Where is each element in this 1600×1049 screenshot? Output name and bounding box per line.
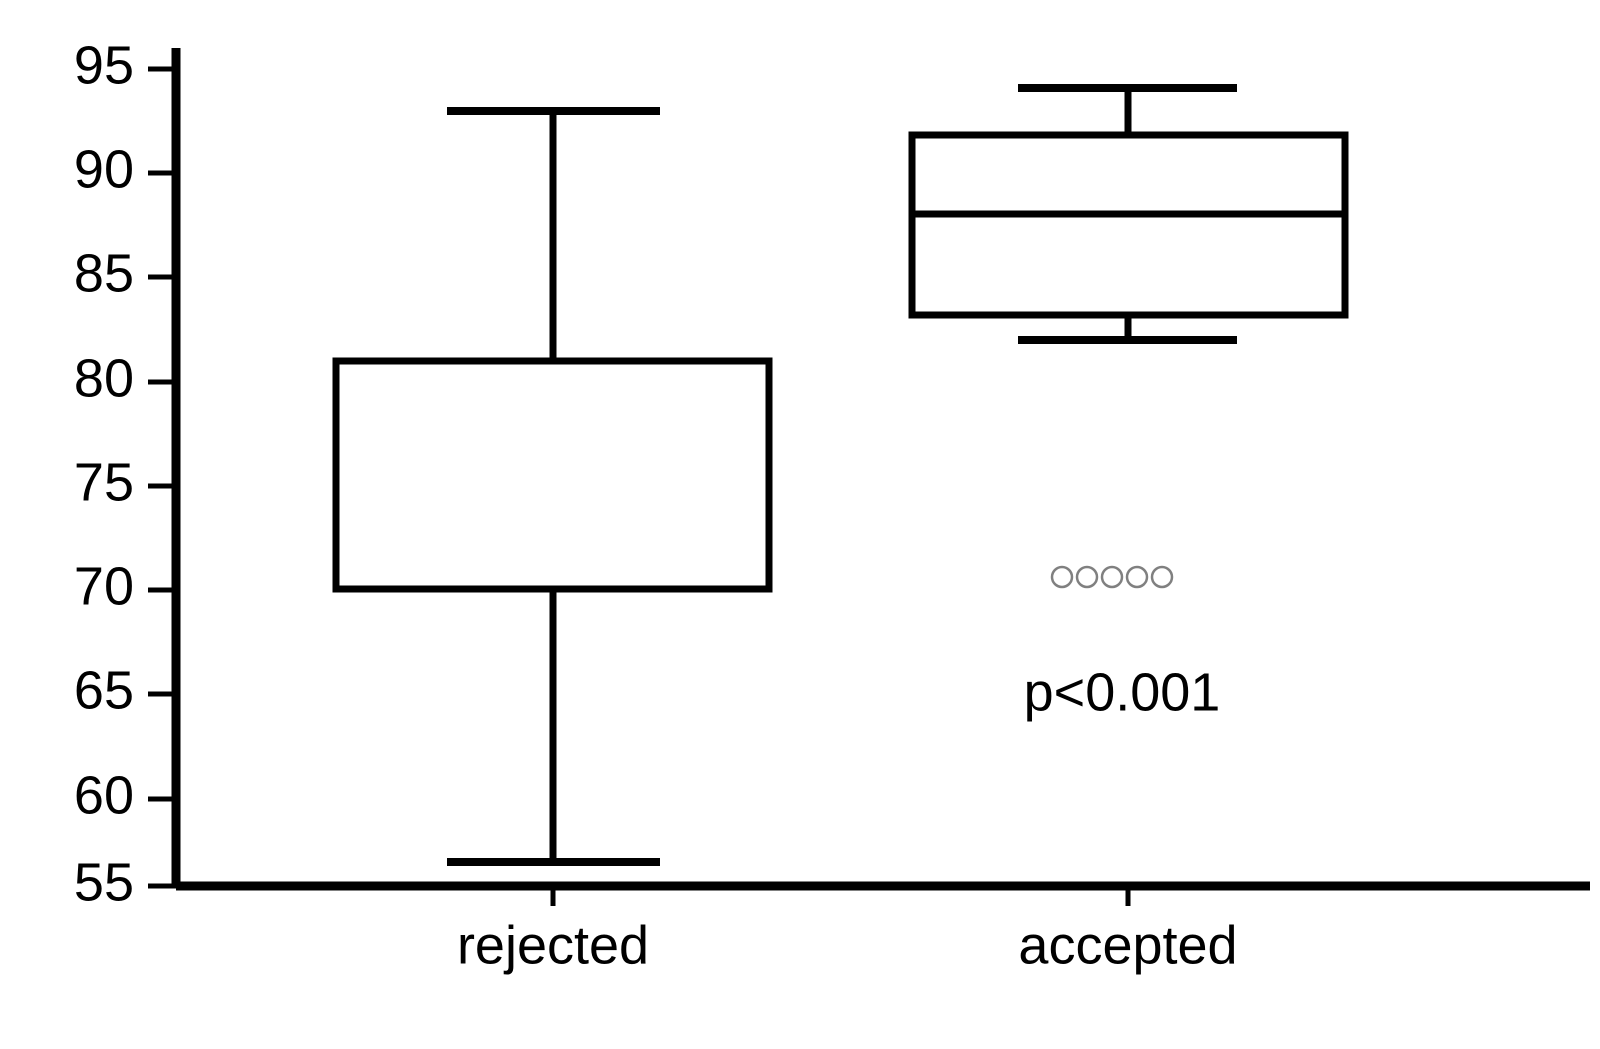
box-plot-accepted xyxy=(908,84,1349,344)
y-tick-label-90: 90 xyxy=(74,139,134,199)
y-tick-label-65: 65 xyxy=(74,660,134,720)
y-tick-group xyxy=(148,66,176,889)
y-tick-label-55: 55 xyxy=(74,852,134,912)
circle-marker-2 xyxy=(1075,565,1099,589)
box-body-rejected xyxy=(332,357,773,593)
x-axis: rejected accepted xyxy=(176,881,1590,975)
y-axis: 95 90 85 80 75 70 65 60 55 xyxy=(74,35,181,912)
y-tick-label-80: 80 xyxy=(74,348,134,408)
y-tick-label-85: 85 xyxy=(74,243,134,303)
x-tick-label-accepted: accepted xyxy=(1018,915,1237,975)
circle-marker-4 xyxy=(1125,565,1149,589)
circle-marker-3 xyxy=(1100,565,1124,589)
y-tick-label-95: 95 xyxy=(74,35,134,95)
y-tick-label-60: 60 xyxy=(74,765,134,825)
box-body-accepted xyxy=(908,131,1349,319)
circle-marker-1 xyxy=(1050,565,1074,589)
x-tick-label-rejected: rejected xyxy=(457,915,649,975)
circle-marker-row xyxy=(1050,565,1174,589)
y-tick-label-75: 75 xyxy=(74,452,134,512)
box-plot-rejected xyxy=(332,107,773,866)
p-value-annotation: p<0.001 xyxy=(1024,662,1221,722)
y-tick-label-70: 70 xyxy=(74,556,134,616)
y-tick-labels: 95 90 85 80 75 70 65 60 55 xyxy=(74,35,134,912)
circle-marker-5 xyxy=(1150,565,1174,589)
